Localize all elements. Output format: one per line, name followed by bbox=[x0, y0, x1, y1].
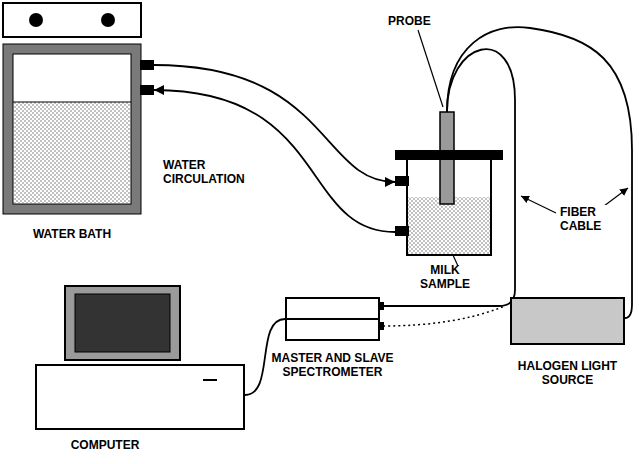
part-label: PROBE bbox=[388, 14, 448, 28]
computer-shape bbox=[35, 285, 245, 430]
spectrometer-shape bbox=[285, 297, 380, 341]
water-bath-shape bbox=[2, 2, 142, 215]
dotted-fiber bbox=[383, 306, 505, 326]
milk-vessel: MILK SAMPLE bbox=[395, 112, 503, 257]
fiber-leader bbox=[604, 188, 628, 206]
node-label: MASTER AND SLAVE SPECTROMETER bbox=[257, 351, 408, 379]
connector bbox=[384, 49, 515, 306]
spectrometer: MASTER AND SLAVE SPECTROMETER bbox=[285, 297, 380, 341]
part-label: WATER CIRCULATION bbox=[163, 158, 278, 186]
connector bbox=[154, 90, 395, 232]
node-label: COMPUTER bbox=[55, 438, 155, 452]
fiber-leader bbox=[521, 196, 556, 213]
water-bath: WATER BATH bbox=[2, 2, 142, 215]
light-source-shape bbox=[510, 297, 625, 345]
node-label: WATER BATH bbox=[2, 227, 142, 241]
milk-vessel-shape bbox=[395, 112, 503, 257]
node-label: MILK SAMPLE bbox=[415, 263, 475, 291]
light-source: HALOGEN LIGHT SOURCE bbox=[510, 297, 625, 345]
probe-leader bbox=[418, 30, 443, 107]
computer: COMPUTER bbox=[35, 285, 245, 430]
part-label: FIBER CABLE bbox=[560, 205, 622, 233]
node-label: HALOGEN LIGHT SOURCE bbox=[510, 359, 625, 387]
